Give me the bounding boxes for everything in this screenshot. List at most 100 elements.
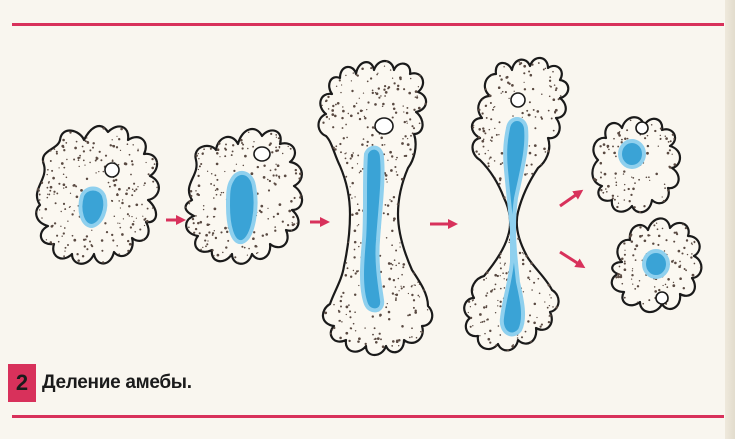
granule bbox=[101, 250, 103, 252]
granule bbox=[377, 337, 380, 340]
granule bbox=[549, 322, 550, 323]
granule bbox=[486, 292, 488, 294]
granule bbox=[483, 320, 485, 322]
granule bbox=[381, 144, 383, 146]
granule bbox=[519, 252, 521, 254]
granule bbox=[508, 235, 509, 236]
granule bbox=[478, 109, 481, 112]
granule bbox=[398, 345, 399, 346]
granule bbox=[354, 249, 356, 251]
granule bbox=[612, 197, 614, 199]
granule bbox=[270, 133, 272, 135]
granule bbox=[133, 183, 135, 185]
granule bbox=[391, 345, 393, 347]
granule bbox=[211, 173, 213, 175]
granule bbox=[203, 148, 205, 150]
granule bbox=[380, 95, 381, 96]
granule bbox=[476, 155, 477, 156]
granule bbox=[654, 130, 656, 132]
granule bbox=[668, 141, 670, 143]
granule bbox=[348, 340, 350, 342]
granule bbox=[487, 162, 489, 164]
granule bbox=[120, 207, 121, 208]
granule bbox=[527, 276, 529, 278]
granule bbox=[494, 128, 495, 129]
granule bbox=[147, 208, 149, 210]
granule bbox=[339, 337, 342, 340]
granule bbox=[652, 222, 653, 223]
granule bbox=[112, 145, 115, 148]
granule bbox=[413, 109, 415, 111]
granule bbox=[399, 246, 400, 247]
granule bbox=[325, 99, 327, 101]
granule bbox=[354, 196, 355, 197]
granule bbox=[615, 177, 616, 178]
granule bbox=[632, 270, 633, 271]
granule bbox=[486, 305, 488, 307]
granule bbox=[298, 177, 300, 179]
granule bbox=[549, 96, 551, 98]
granule bbox=[340, 296, 342, 298]
granule bbox=[498, 86, 501, 89]
granule bbox=[63, 167, 65, 169]
granule bbox=[151, 167, 154, 170]
granule bbox=[131, 160, 133, 162]
granule bbox=[48, 193, 50, 195]
granule bbox=[555, 306, 558, 309]
granule bbox=[296, 223, 298, 225]
nucleus-5a bbox=[620, 141, 644, 167]
granule bbox=[108, 182, 110, 184]
granule bbox=[279, 140, 280, 141]
granule bbox=[333, 147, 335, 149]
granule bbox=[95, 172, 96, 173]
granule bbox=[84, 245, 86, 247]
granule bbox=[70, 193, 71, 194]
granule bbox=[351, 156, 353, 158]
granule bbox=[122, 199, 123, 200]
granule bbox=[475, 150, 477, 152]
granule bbox=[519, 61, 520, 62]
granule bbox=[401, 287, 403, 289]
granule bbox=[666, 286, 668, 288]
granule bbox=[69, 131, 71, 133]
granule bbox=[355, 330, 356, 331]
granule bbox=[123, 218, 124, 219]
granule bbox=[531, 289, 533, 291]
granule bbox=[234, 256, 236, 258]
granule bbox=[335, 104, 337, 106]
granule bbox=[615, 156, 617, 158]
granule bbox=[665, 135, 666, 136]
granule bbox=[201, 153, 203, 155]
granule bbox=[548, 110, 550, 112]
granule bbox=[522, 263, 525, 266]
granule bbox=[639, 280, 641, 282]
granule bbox=[366, 145, 368, 147]
granule bbox=[629, 235, 632, 238]
granule bbox=[333, 327, 335, 329]
granule bbox=[342, 292, 344, 294]
granule bbox=[144, 182, 146, 184]
granule bbox=[397, 88, 400, 91]
granule bbox=[543, 69, 545, 71]
granule bbox=[486, 117, 488, 119]
granule bbox=[656, 223, 657, 224]
granule bbox=[367, 81, 369, 83]
granule bbox=[49, 190, 51, 192]
arrow-4-5b bbox=[560, 252, 582, 266]
granule bbox=[487, 338, 490, 341]
granule bbox=[116, 146, 118, 148]
granule bbox=[533, 282, 535, 284]
granule bbox=[50, 160, 52, 162]
granule bbox=[528, 114, 530, 116]
granule bbox=[494, 160, 496, 162]
granule bbox=[328, 108, 330, 110]
granule bbox=[372, 90, 374, 92]
granule bbox=[478, 153, 480, 155]
granule bbox=[36, 211, 37, 212]
granule bbox=[678, 250, 681, 253]
granule bbox=[623, 173, 624, 174]
granule bbox=[119, 223, 120, 224]
granule bbox=[638, 179, 640, 181]
granule bbox=[340, 306, 342, 308]
granule bbox=[290, 148, 292, 150]
